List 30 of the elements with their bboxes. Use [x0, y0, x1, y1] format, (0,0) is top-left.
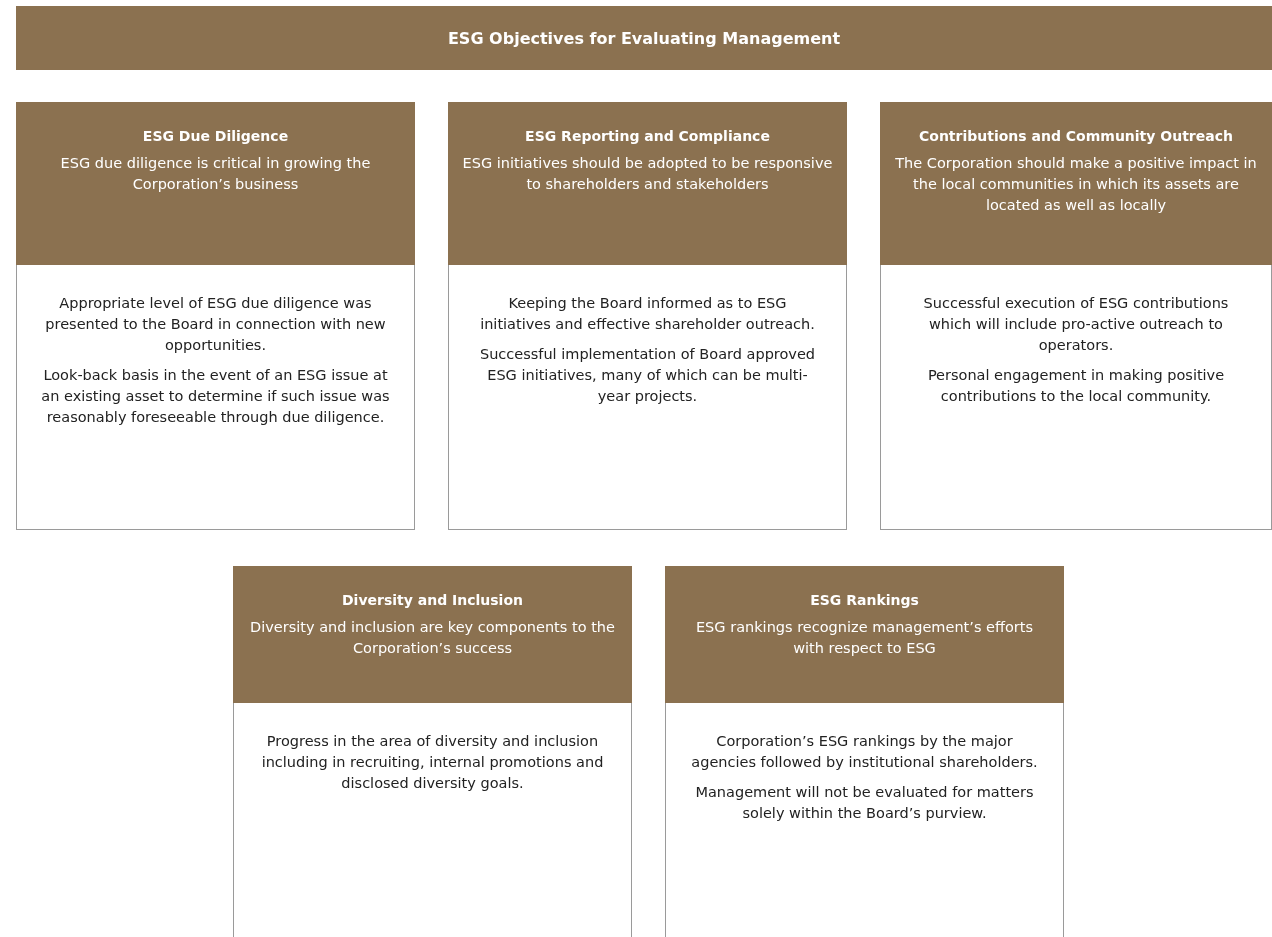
- objective-text: Successful implementation of Board approved ESG initiatives, many of which can be multi-year projects.: [478, 345, 817, 406]
- card-heading: ESG Reporting and Compliance: [524, 128, 771, 144]
- card-header: [233, 566, 632, 703]
- card-heading: ESG Due Diligence: [141, 128, 290, 144]
- card-subtitle: ESG due diligence is critical in growing the Corporation’s business: [59, 154, 372, 194]
- card-subtitle: ESG initiatives should be adopted to be responsive to shareholders and stakeholders: [462, 154, 833, 194]
- card-subtitle: The Corporation should make a positive impact in the local communities in which its assets are located as well as locally: [894, 154, 1258, 215]
- card-heading: Contributions and Community Outreach: [918, 128, 1234, 144]
- card-header: [880, 102, 1272, 265]
- card-subtitle: Diversity and inclusion are key components to the Corporation’s success: [249, 618, 616, 658]
- card-body: [880, 265, 1272, 530]
- card-body: [448, 265, 847, 530]
- title-banner: ESG Objectives for Evaluating Management: [16, 6, 1272, 70]
- card-heading: ESG Rankings: [809, 592, 920, 608]
- card-header: [16, 102, 415, 265]
- objective-text: Progress in the area of diversity and inclusion including in recruiting, internal promotions and disclosed diversity goals.: [260, 732, 605, 793]
- card-body: [665, 703, 1064, 937]
- objective-text: Look-back basis in the event of an ESG issue at an existing asset to determine if such issue was reasonably foreseeable through due diligence.: [41, 366, 390, 427]
- card-subtitle: ESG rankings recognize management’s efforts with respect to ESG: [694, 618, 1035, 658]
- objective-text: Appropriate level of ESG due diligence was presented to the Board in connection with new opportunities.: [44, 294, 387, 355]
- objective-text: Keeping the Board informed as to ESG initiatives and effective shareholder outreach.: [479, 294, 816, 334]
- card-header: [448, 102, 847, 265]
- objective-text: Personal engagement in making positive contributions to the local community.: [926, 366, 1226, 406]
- card-body: [16, 265, 415, 530]
- objective-text: Management will not be evaluated for matters solely within the Board’s purview.: [694, 783, 1035, 823]
- card-heading: Diversity and Inclusion: [340, 592, 524, 608]
- card-header: [665, 566, 1064, 703]
- objective-text: Corporation’s ESG rankings by the major agencies followed by institutional shareholders.: [690, 732, 1039, 772]
- card-body: [233, 703, 632, 937]
- objective-text: Successful execution of ESG contributions which will include pro-active outreach to operators.: [922, 294, 1230, 355]
